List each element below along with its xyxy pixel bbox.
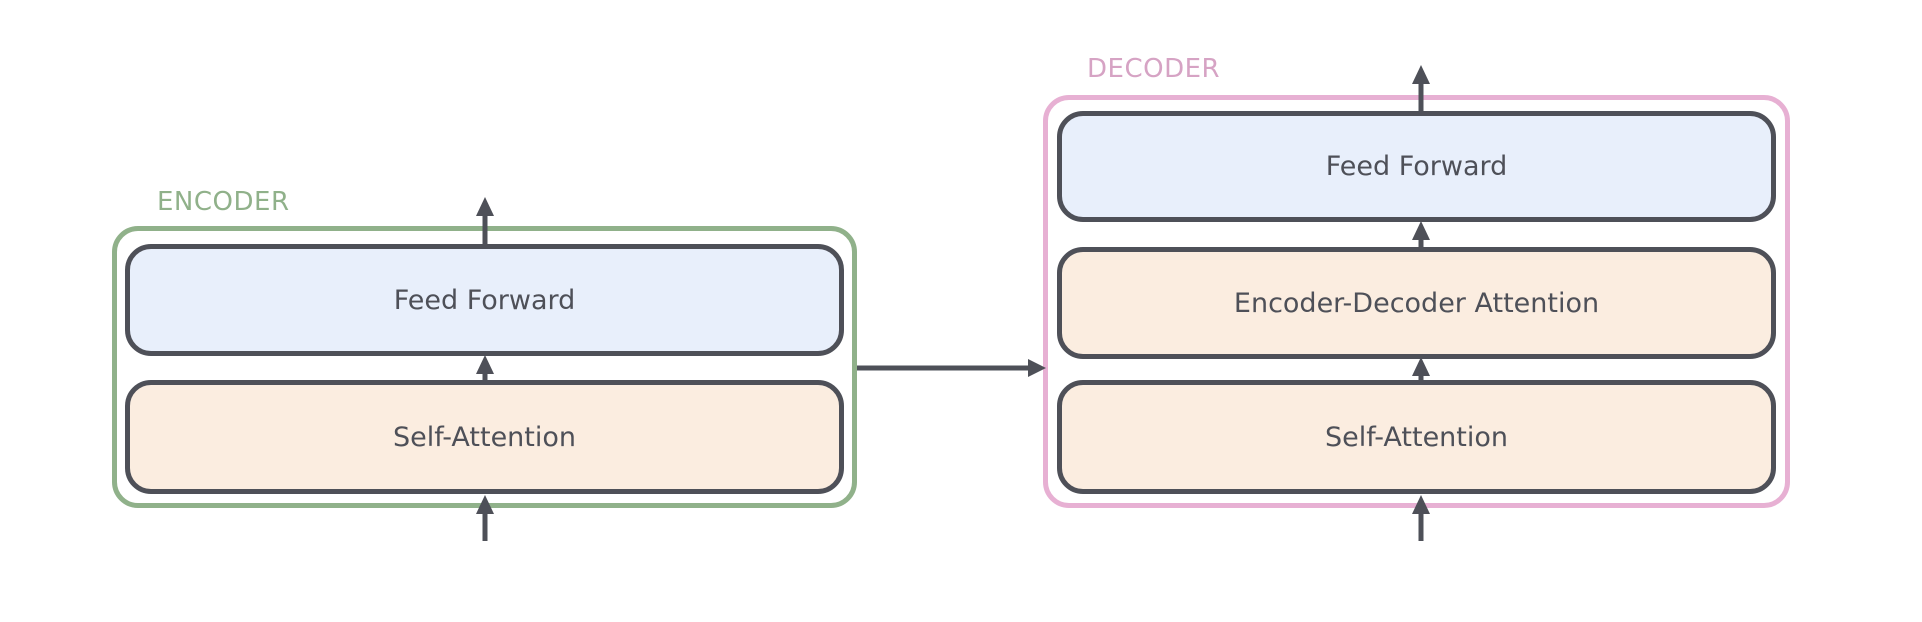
decoder-label: DECODER [1087,54,1221,84]
decoder-self-attention-block: Self-Attention [1057,380,1776,494]
encoder-feed-forward-label: Feed Forward [393,284,576,316]
encoder-feed-forward-block: Feed Forward [125,244,844,356]
encoder-label: ENCODER [157,187,290,217]
decoder-encoder-decoder-attention-label: Encoder-Decoder Attention [1233,287,1600,319]
encoder-self-attention-block: Self-Attention [125,380,844,494]
decoder-feed-forward-block: Feed Forward [1057,111,1776,222]
encoder-self-attention-label: Self-Attention [392,421,577,453]
decoder-encoder-decoder-attention-block: Encoder-Decoder Attention [1057,247,1776,359]
decoder-feed-forward-label: Feed Forward [1325,151,1508,182]
decoder-self-attention-label: Self-Attention [1324,421,1509,453]
